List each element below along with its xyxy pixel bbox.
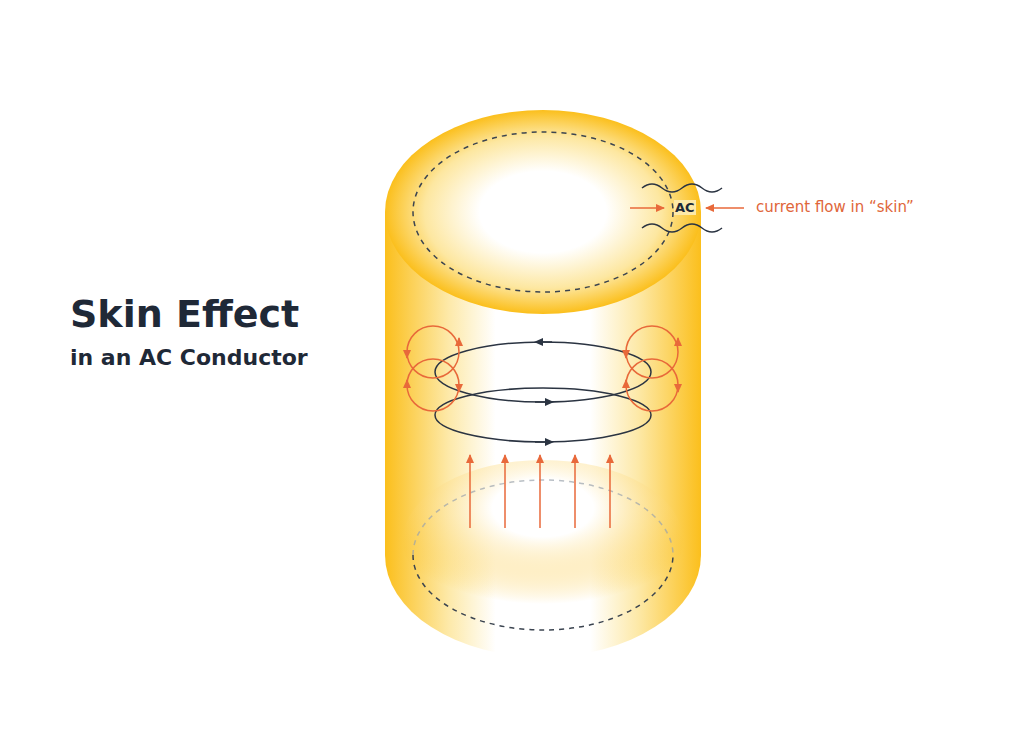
subtitle: in an AC Conductor <box>70 345 308 370</box>
skin-callout: current flow in “skin” <box>756 198 914 216</box>
ac-label: AC <box>674 200 696 215</box>
diagram-title: Skin Effect <box>70 292 299 336</box>
